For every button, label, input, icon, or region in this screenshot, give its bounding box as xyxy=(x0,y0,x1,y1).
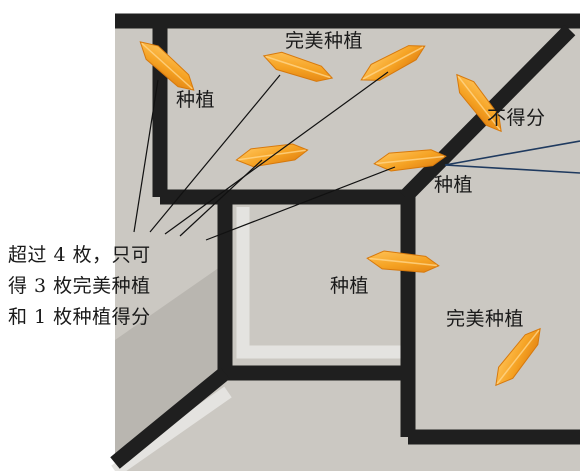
label-planting-right: 种植 xyxy=(434,174,474,196)
label-planting-mid: 种植 xyxy=(330,275,370,297)
seed-icon xyxy=(456,73,502,133)
leader-lines xyxy=(133,71,396,241)
seed-icon xyxy=(366,250,440,273)
label-planting-top-left: 种植 xyxy=(176,89,216,111)
label-perfect-planting-bottom: 完美种植 xyxy=(446,308,525,330)
label-perfect-planting-top: 完美种植 xyxy=(285,30,364,52)
rule-note-line-3: 和 1 枚种植得分 xyxy=(8,306,151,328)
rule-note-line-2: 得 3 枚完美种植 xyxy=(8,275,151,297)
seeds xyxy=(139,41,541,387)
label-no-score: 不得分 xyxy=(487,107,546,129)
seed-icon xyxy=(139,41,195,91)
seed-icon xyxy=(235,143,309,168)
seed-icon xyxy=(360,45,426,81)
no-score-pointer xyxy=(444,140,580,174)
black-tape xyxy=(110,13,580,469)
seed-icon xyxy=(262,51,334,82)
rule-note-line-1: 超过 4 枚，只可 xyxy=(8,244,151,266)
seed-icon xyxy=(373,149,447,172)
board-shade xyxy=(115,260,230,455)
seed-icon xyxy=(495,327,541,387)
white-tape xyxy=(111,207,405,475)
rule-note: 超过 4 枚，只可 得 3 枚完美种植 和 1 枚种植得分 xyxy=(8,240,151,333)
